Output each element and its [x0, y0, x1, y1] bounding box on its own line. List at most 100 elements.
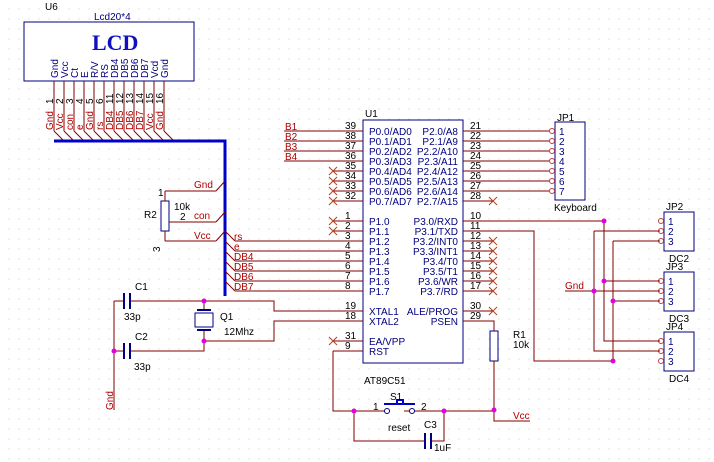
jp4-pin: 3 [668, 357, 674, 368]
lcd-pin-number: 2 [55, 98, 66, 104]
lcd-net-label: con [65, 114, 76, 130]
lcd-pin-name: DB4 [110, 58, 121, 78]
net-label-b3: B3 [285, 142, 298, 153]
u1-ref: U1 [365, 109, 378, 120]
jp1-pin: 4 [559, 157, 565, 168]
u1-pin-name: P2.2/A10 [417, 147, 459, 158]
s1-label: reset [388, 423, 410, 434]
lcd-net-label: Gnd [155, 111, 166, 130]
u1-pin-number: 37 [345, 141, 357, 152]
lcd-net-label: DB7 [135, 110, 146, 130]
jp2-pin: 2 [668, 227, 674, 238]
u1-body [362, 119, 464, 364]
lcd-pin-number: 3 [65, 98, 76, 104]
net-label-b1: B1 [285, 122, 298, 133]
lcd-pin-number: 4 [75, 98, 86, 104]
u1-pin-number: 30 [470, 301, 482, 312]
crystal-oscillator[interactable]: C1 33p C2 33p Q1 12Mhz Gnd [105, 282, 333, 410]
u1-pin-number: 16 [470, 271, 482, 282]
u1-pin-number: 26 [470, 171, 482, 182]
lcd-net-label: DB5 [115, 110, 126, 130]
jp2-label: DC2 [669, 254, 689, 265]
u1-pin-number: 38 [345, 131, 357, 142]
u1-pin-name: P3.4/T0 [423, 257, 458, 268]
lcd-pin-number: 13 [125, 92, 136, 104]
u1-pin-number: 17 [470, 281, 482, 292]
lcd-net-label: Gnd [85, 111, 96, 130]
u1-pin-number: 3 [345, 231, 351, 242]
r2-potentiometer[interactable]: R2 10k 1 2 3 Gnd con Vcc [144, 180, 216, 252]
lcd-pin-number: 11 [105, 93, 116, 104]
c1-value: 33p [124, 312, 141, 323]
u1-pin-name: P1.6 [369, 277, 390, 288]
lcd-pin-number: 5 [85, 98, 96, 104]
lcd-net-label: rs [95, 122, 106, 130]
s1-ref: S1 [390, 392, 403, 403]
u1-pin-name: P0.2/AD2 [369, 147, 412, 158]
u1-pin-name: RST [369, 347, 389, 358]
u1-pin-number: 8 [345, 281, 351, 292]
u1-pin-name: P0.7/AD7 [369, 197, 412, 208]
u1-pin-number: 34 [345, 171, 357, 182]
u1-pin-number: 39 [345, 121, 357, 132]
lcd-pin-number: 14 [135, 92, 146, 104]
u1-pin-name: P2.6/A14 [417, 187, 459, 198]
lcd-component[interactable]: U6 Lcd20*4 LCD Gnd1GndVcc2VccCt3conE4eR/… [23, 2, 195, 142]
jp3-pin: 1 [668, 277, 674, 288]
u1-pin-name: P1.3 [369, 247, 390, 258]
r1-body [489, 330, 499, 362]
c2-value: 33p [134, 362, 151, 373]
jp3-body [663, 271, 695, 312]
u1-pin-name: P1.4 [369, 257, 390, 268]
reset-circuit[interactable]: R1 10k S1 1 2 reset C3 1uF Vcc [332, 320, 530, 454]
lcd-pin-number: 12 [115, 92, 126, 104]
jp2-pin: 3 [668, 237, 674, 248]
u1-microcontroller[interactable]: U1 AT89C51 39P0.0/AD038P0.1/AD137P0.2/AD… [328, 109, 553, 387]
u1-pin-number: 10 [470, 211, 482, 222]
c3-ref: C3 [424, 420, 437, 431]
jp3-pin: 3 [668, 297, 674, 308]
jp1-body [554, 121, 586, 201]
jp1-pin: 6 [559, 177, 565, 188]
jp1-pin: 3 [559, 147, 565, 158]
u1-pin-name: P2.5/A13 [417, 177, 459, 188]
u1-pin-number: 13 [470, 241, 482, 252]
u1-pin-number: 11 [470, 221, 481, 232]
jp4-pin: 1 [668, 337, 674, 348]
u1-pin-name: P2.4/A12 [417, 167, 459, 178]
lcd-part: Lcd20*4 [94, 12, 131, 23]
net-label-vcc-reset: Vcc [513, 411, 530, 422]
net-label-b2: B2 [285, 132, 298, 143]
u1-pin-name: P1.2 [369, 237, 390, 248]
lcd-net-label: DB6 [125, 110, 136, 130]
u1-pin-name: P0.3/AD3 [369, 157, 412, 168]
jp3-pin: 2 [668, 287, 674, 298]
u1-pin-name: P1.0 [369, 217, 390, 228]
bus-net-label: DB4 [234, 252, 254, 263]
jp1-label: Keyboard [554, 203, 597, 214]
u1-pin-number: 32 [345, 191, 357, 202]
u1-pin-number: 33 [345, 181, 357, 192]
u1-pin-number: 7 [345, 271, 351, 282]
lcd-net-label: Vcc [145, 113, 156, 130]
u1-pin-number: 21 [470, 121, 482, 132]
u1-pin-name: P3.7/RD [420, 287, 458, 298]
u1-pin-number: 5 [345, 251, 351, 262]
net-label-gnd-dc: Gnd [565, 281, 584, 292]
net-label-con: con [194, 211, 210, 222]
lcd-pin-name: DB5 [120, 58, 131, 78]
lcd-data-bus [54, 139, 227, 296]
u1-pin-name: P2.0/A8 [422, 127, 458, 138]
u1-pin-name: P0.5/AD5 [369, 177, 412, 188]
u1-pin-number: 4 [345, 241, 351, 252]
lcd-net-label: Gnd [45, 111, 56, 130]
lcd-pin-name: E [80, 71, 91, 78]
jp4-ref: JP4 [666, 322, 684, 333]
u1-pin-number: 6 [345, 261, 351, 272]
